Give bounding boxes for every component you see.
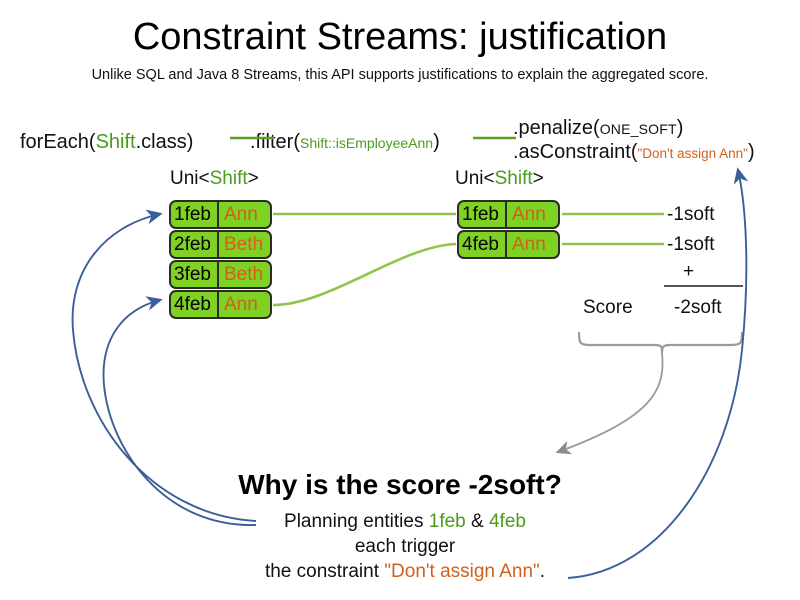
- fact-employee: Ann: [512, 204, 546, 225]
- explanation-line-1: Planning entities 1feb & 4feb: [5, 510, 800, 534]
- code-foreach-type: Shift: [95, 131, 136, 153]
- expl1-prefix: Planning entities: [284, 511, 429, 532]
- fact-employee: Beth: [224, 234, 264, 255]
- sum-divider: [664, 285, 743, 287]
- code-penalize-call: .penalize(: [513, 117, 600, 139]
- fact-date: 4feb: [459, 232, 507, 257]
- table-row[interactable]: 2feb Beth: [169, 230, 272, 259]
- fact-employee: Beth: [224, 264, 264, 285]
- code-filter-call: .filter(: [250, 131, 300, 153]
- uni-left-prefix: Uni<: [170, 168, 210, 189]
- code-filter-arg: Shift::isEmployeeAnn: [300, 135, 434, 151]
- table-row[interactable]: 1feb Ann: [457, 200, 560, 229]
- fact-employee: Ann: [224, 294, 258, 315]
- score-explanation-arrow: [555, 352, 664, 455]
- explanation-line-3: the constraint "Don't assign Ann".: [5, 560, 800, 584]
- table-row[interactable]: 4feb Ann: [457, 230, 560, 259]
- page-subtitle: Unlike SQL and Java 8 Streams, this API …: [91, 67, 709, 83]
- code-penalize: .penalize(ONE_SOFT): [513, 116, 683, 141]
- code-filter: .filter(Shift::isEmployeeAnn): [250, 130, 440, 155]
- fact-date: 2feb: [171, 232, 219, 257]
- code-asconstraint-arg: "Don't assign Ann": [637, 146, 748, 161]
- expl1-entity-a: 1feb: [428, 511, 466, 532]
- fact-date: 4feb: [171, 292, 219, 317]
- uni-right-suffix: >: [532, 168, 544, 189]
- code-filter-tail: ): [433, 131, 440, 153]
- expl3-prefix: the constraint: [264, 561, 385, 582]
- code-penalize-arg: ONE_SOFT: [599, 121, 677, 137]
- code-asconstraint-call: .asConstraint(: [513, 141, 638, 163]
- explanation-line-2: each trigger: [354, 536, 456, 557]
- stream-type-label-left: Uni<Shift>: [170, 167, 259, 190]
- uni-right-class: Shift: [494, 168, 533, 189]
- table-row[interactable]: 3feb Beth: [169, 260, 272, 289]
- code-foreach-call: forEach(: [20, 131, 96, 153]
- code-asconstraint-tail: ): [747, 141, 755, 163]
- expl1-amp: &: [465, 511, 489, 532]
- fact-employee: Ann: [224, 204, 258, 225]
- explanation-question: Why is the score -2soft?: [238, 469, 562, 500]
- sum-operator: +: [683, 261, 695, 282]
- uni-left-suffix: >: [247, 168, 259, 189]
- score-total: -2soft: [674, 297, 722, 318]
- fact-date: 1feb: [459, 202, 507, 227]
- page-title: Constraint Streams: justification: [132, 16, 668, 58]
- stream-type-label-right: Uni<Shift>: [455, 167, 544, 190]
- fact-employee: Ann: [512, 234, 546, 255]
- uni-right-prefix: Uni<: [455, 168, 495, 189]
- impact-value-2: -1soft: [667, 234, 715, 255]
- code-foreach-tail: .class): [135, 131, 194, 153]
- expl1-entity-b: 4feb: [488, 511, 526, 532]
- fact-date: 3feb: [171, 262, 219, 287]
- score-brace: [577, 331, 744, 354]
- expl3-suffix: .: [539, 561, 546, 582]
- code-foreach: forEach(Shift.class): [20, 130, 193, 154]
- stream-line-4feb: [272, 242, 457, 307]
- table-row[interactable]: 1feb Ann: [169, 200, 272, 229]
- fact-date: 1feb: [171, 202, 219, 227]
- code-asconstraint: .asConstraint("Don't assign Ann"): [513, 140, 755, 166]
- expl3-constraint: "Don't assign Ann": [384, 561, 540, 582]
- table-row[interactable]: 4feb Ann: [169, 290, 272, 319]
- score-label: Score: [583, 297, 633, 318]
- impact-value-1: -1soft: [667, 204, 715, 225]
- code-penalize-tail: ): [676, 117, 684, 139]
- uni-left-class: Shift: [209, 168, 248, 189]
